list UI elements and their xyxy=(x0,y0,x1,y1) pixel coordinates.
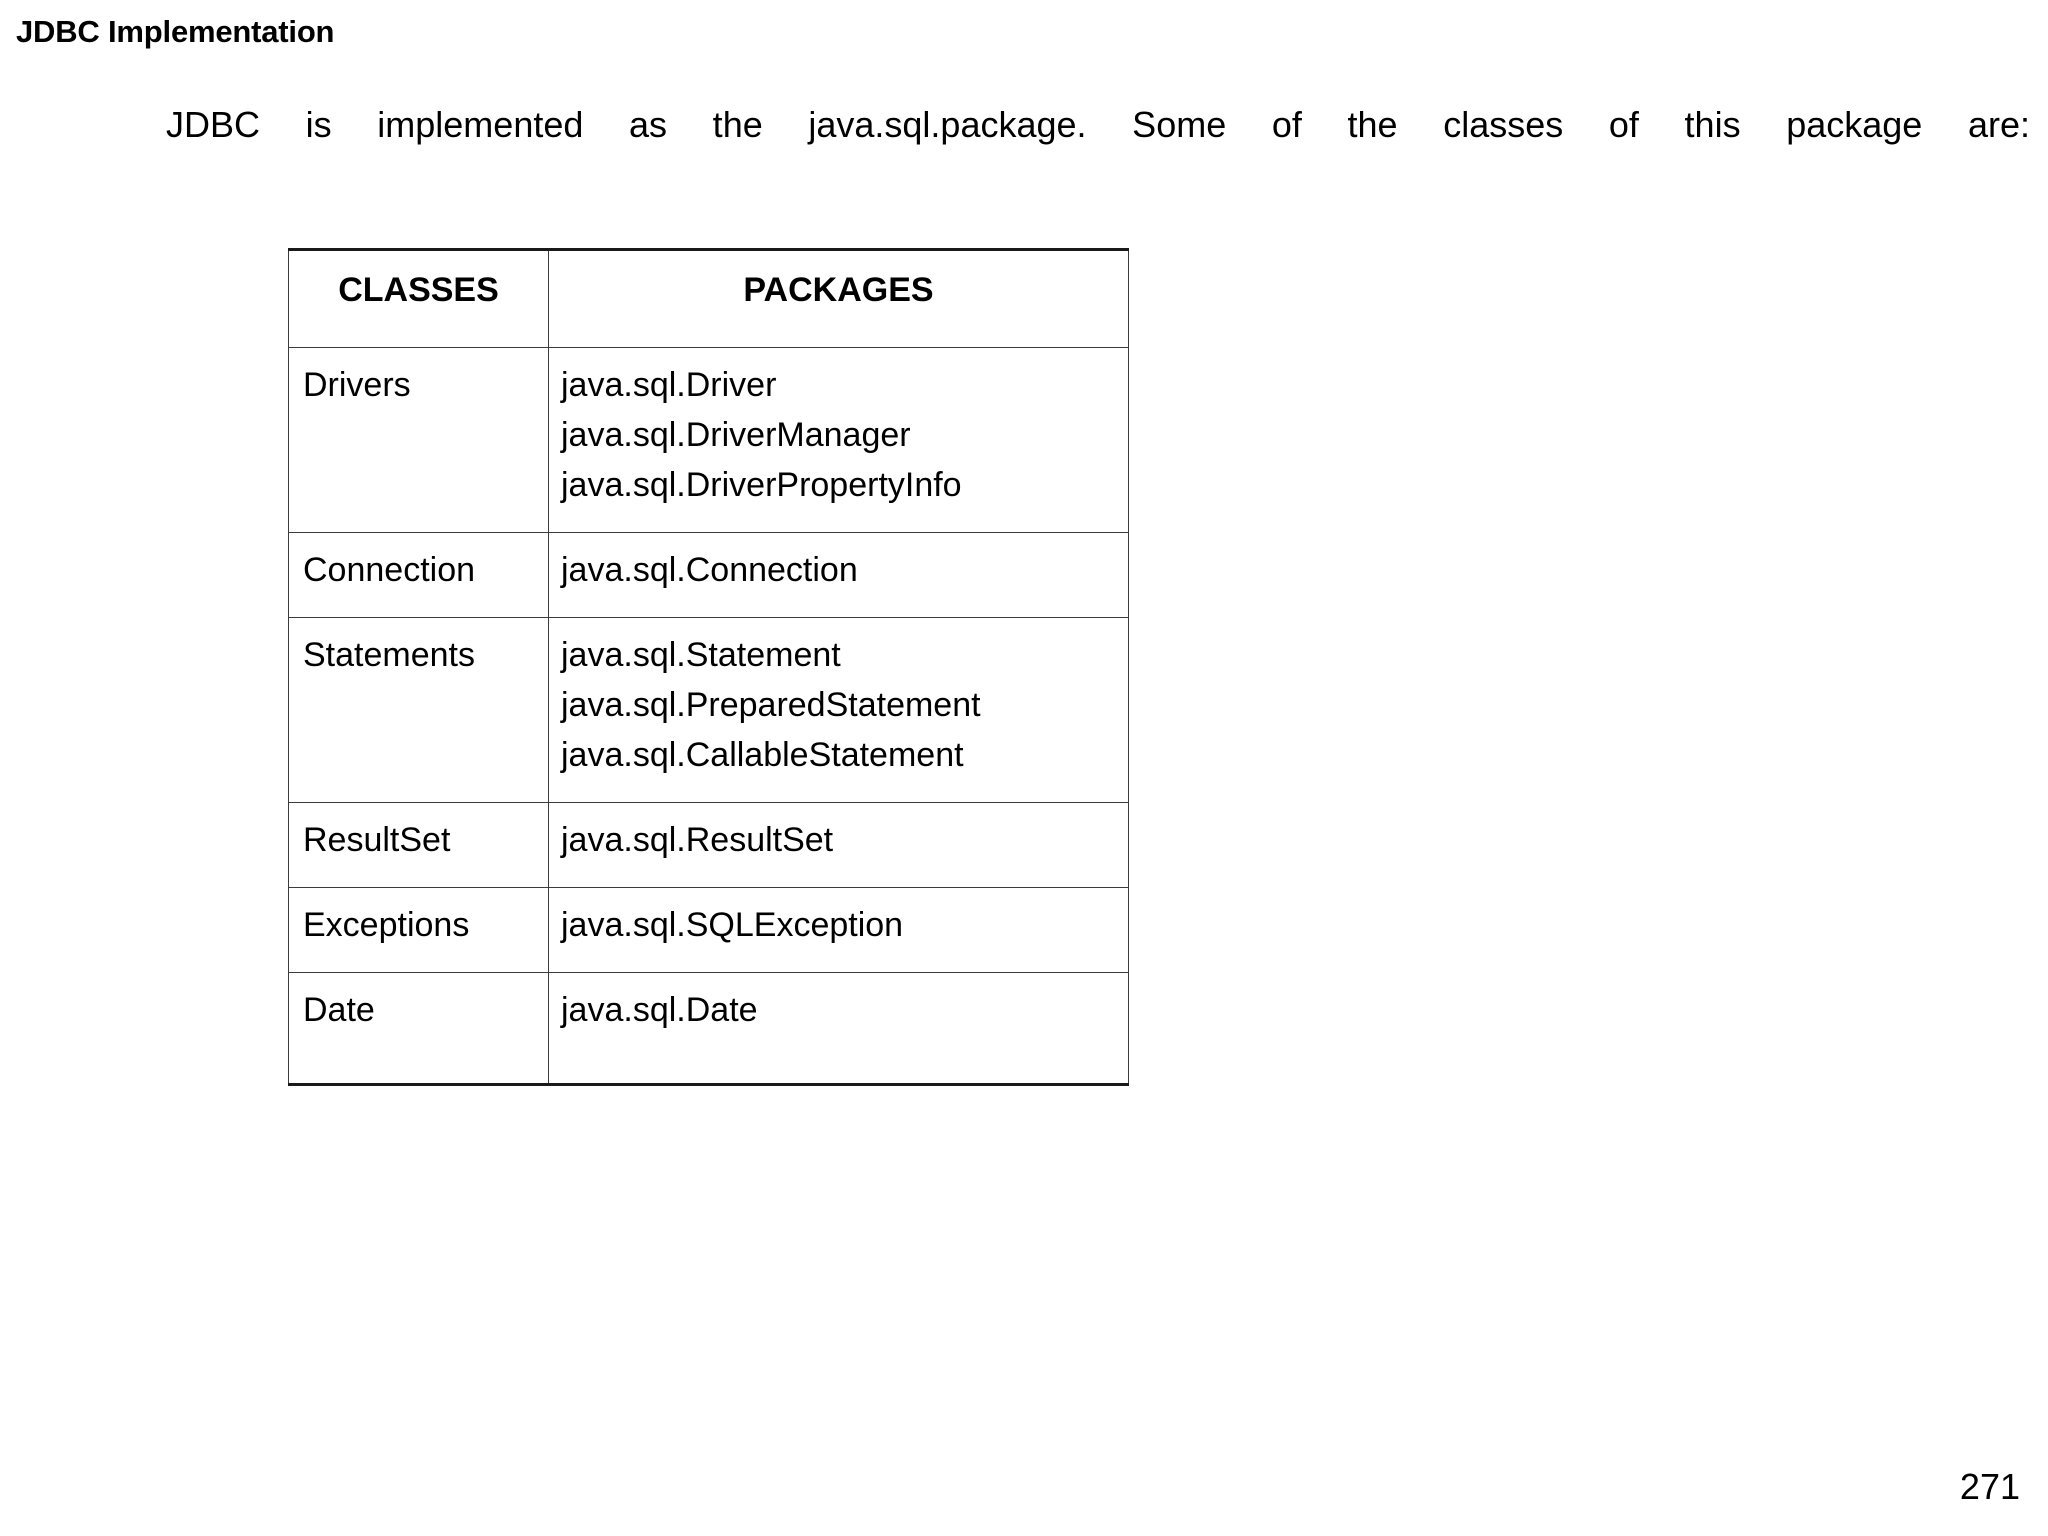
package-item: java.sql.Statement xyxy=(561,636,841,674)
page-title: JDBC Implementation xyxy=(16,14,335,49)
cell-class-name: Exceptions xyxy=(288,887,549,973)
table-row: Drivers java.sql.Driver java.sql.DriverM… xyxy=(288,347,1129,533)
table-row: Statements java.sql.Statement java.sql.P… xyxy=(288,617,1129,803)
column-header-classes: CLASSES xyxy=(288,248,549,348)
table-row: Date java.sql.Date xyxy=(288,972,1129,1086)
package-item: java.sql.ResultSet xyxy=(561,821,834,859)
cell-class-name: Date xyxy=(288,972,549,1086)
cell-package-list: java.sql.Connection xyxy=(548,532,1129,618)
cell-class-name: ResultSet xyxy=(288,802,549,888)
package-item: java.sql.DriverManager xyxy=(561,416,911,454)
package-item: java.sql.SQLException xyxy=(561,906,904,944)
intro-paragraph: JDBC is implemented as the java.sql.pack… xyxy=(166,104,2030,145)
package-item: java.sql.Connection xyxy=(561,551,858,589)
cell-package-list: java.sql.ResultSet xyxy=(548,802,1129,888)
package-item: java.sql.Date xyxy=(561,991,758,1029)
cell-package-list: java.sql.Statement java.sql.PreparedStat… xyxy=(548,617,1129,803)
package-item: java.sql.DriverPropertyInfo xyxy=(561,466,962,504)
cell-package-list: java.sql.Driver java.sql.DriverManager j… xyxy=(548,347,1129,533)
table-row: Exceptions java.sql.SQLException xyxy=(288,887,1129,973)
table-row: ResultSet java.sql.ResultSet xyxy=(288,802,1129,888)
table-header: CLASSES PACKAGES xyxy=(288,248,1129,348)
page-number: 271 xyxy=(1959,1466,2020,1507)
cell-package-list: java.sql.SQLException xyxy=(548,887,1129,973)
package-item: java.sql.Driver xyxy=(561,366,777,404)
column-header-packages: PACKAGES xyxy=(548,248,1129,348)
cell-class-name: Statements xyxy=(288,617,549,803)
table-body: Drivers java.sql.Driver java.sql.DriverM… xyxy=(288,347,1129,1086)
package-item: java.sql.PreparedStatement xyxy=(561,686,981,724)
cell-class-name: Drivers xyxy=(288,347,549,533)
jdbc-classes-packages-table: CLASSES PACKAGES Drivers java.sql.Driver… xyxy=(288,248,1129,1086)
package-item: java.sql.CallableStatement xyxy=(561,736,964,774)
cell-class-name: Connection xyxy=(288,532,549,618)
table-header-row: CLASSES PACKAGES xyxy=(288,248,1129,348)
table-row: Connection java.sql.Connection xyxy=(288,532,1129,618)
cell-package-list: java.sql.Date xyxy=(548,972,1129,1086)
